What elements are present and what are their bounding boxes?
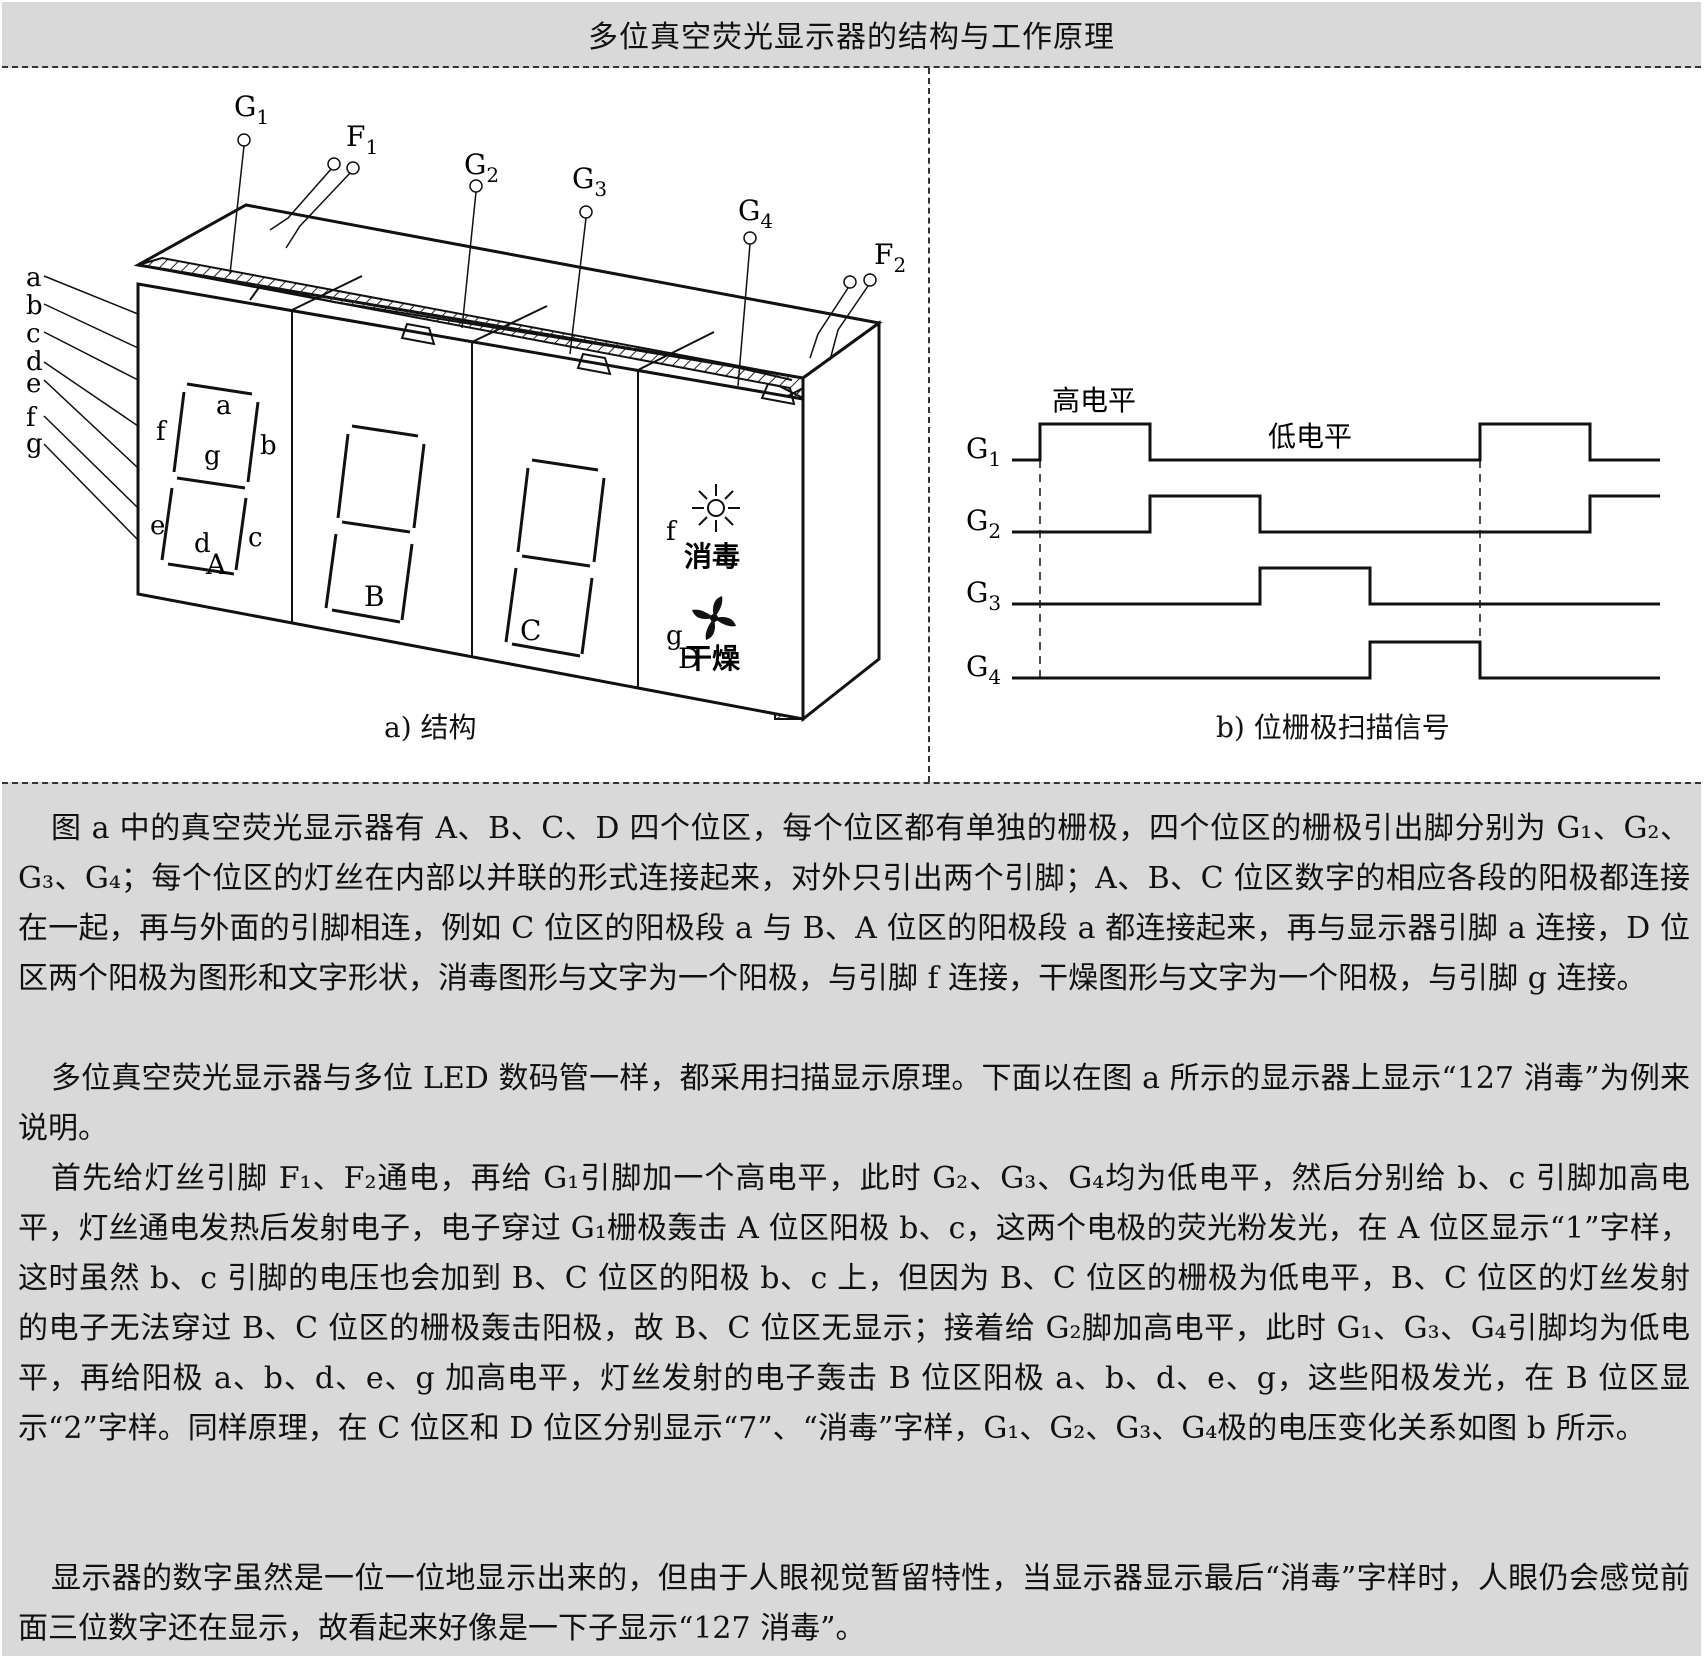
segment-label-d: d — [194, 529, 211, 559]
left-pin-d: d — [26, 347, 43, 377]
left-pin-g: g — [26, 429, 43, 459]
digit-b — [324, 424, 426, 624]
filament-pin-f1: F1 — [346, 120, 378, 159]
signal-label-g3: G3 — [966, 576, 1001, 615]
figure-b-scan-signals: 高电平 低电平 G1 G2 G3 G4 — [966, 384, 1660, 689]
figure-a-structure: a f b g e d c — [26, 90, 906, 723]
grid-pin-g1: G1 — [234, 90, 269, 129]
grid-pin-g4: G4 — [738, 194, 773, 233]
explanation-text: 图 a 中的真空荧光显示器有 A、B、C、D 四个位区，每个位区都有单独的栅极，… — [2, 782, 1701, 1656]
left-pin-b: b — [26, 291, 43, 321]
grid-bump-2 — [576, 352, 612, 376]
grid-pin-g2: G2 — [464, 148, 499, 187]
grid-bump-1 — [400, 322, 436, 346]
display-right-face — [801, 320, 881, 723]
grid-bump-3 — [760, 382, 796, 406]
top-divider-2 — [471, 305, 548, 343]
segment-label-b: b — [260, 431, 277, 461]
icon-f-label: f — [666, 517, 678, 547]
segment-label-f: f — [156, 417, 168, 447]
waveform-g4 — [1012, 640, 1660, 680]
page-title: 多位真空荧光显示器的结构与工作原理 — [2, 2, 1701, 68]
top-divider-3 — [637, 331, 715, 371]
segment-label-e: e — [150, 511, 165, 541]
top-divider-1 — [291, 275, 363, 311]
icon-f-text: 消毒 — [684, 540, 740, 573]
signal-label-g4: G4 — [966, 650, 1001, 689]
waveform-g1 — [1012, 422, 1660, 462]
paragraph-operation: 首先给灯丝引脚 F₁、F₂通电，再给 G₁引脚加一个高电平，此时 G₂、G₃、G… — [18, 1161, 1690, 1446]
digit-c — [504, 458, 606, 658]
left-pin-f: f — [26, 403, 38, 433]
left-pin-c: c — [26, 319, 41, 349]
filament-path-top — [249, 284, 793, 381]
segment-label-g: g — [204, 441, 221, 471]
paragraph-persistence: 显示器的数字虽然是一位一位地显示出来的，但由于人眼视觉暂留特性，当显示器显示最后… — [18, 1561, 1690, 1646]
left-pin-a: a — [26, 263, 42, 293]
signal-label-g1: G1 — [966, 432, 1001, 471]
waveform-g3 — [1012, 566, 1660, 606]
figure-divider — [928, 68, 930, 782]
figures-area: a f b g e d c — [2, 68, 1701, 782]
digit-label-a: A — [205, 548, 227, 581]
grid-pin-leads — [229, 133, 757, 387]
digit-label-d: D — [678, 642, 700, 675]
dry-fan-icon — [692, 596, 736, 640]
paragraph-scan-principle: 多位真空荧光显示器与多位 LED 数码管一样，都采用扫描显示原理。下面以在图 a… — [18, 1061, 1690, 1146]
segment-label-a: a — [216, 391, 232, 421]
icon-g-label: g — [666, 621, 683, 651]
digit-label-c: C — [520, 614, 541, 647]
segment-label-c: c — [248, 523, 263, 553]
signal-waveforms — [1012, 422, 1660, 680]
low-level-label: 低电平 — [1268, 420, 1352, 453]
paragraph-structure: 图 a 中的真空荧光显示器有 A、B、C、D 四个位区，每个位区都有单独的栅极，… — [18, 811, 1690, 996]
filament-pin-leads — [269, 157, 877, 361]
figure-b-caption: b) 位栅极扫描信号 — [1216, 711, 1450, 744]
icon-g-text: 干燥 — [684, 642, 741, 675]
left-pin-e: e — [26, 369, 41, 399]
left-pin-leads — [43, 275, 139, 541]
high-level-label: 高电平 — [1052, 384, 1136, 417]
digit-label-b: B — [364, 580, 385, 613]
grid-pin-g3: G3 — [572, 162, 607, 201]
figure-a-caption: a) 结构 — [384, 711, 477, 744]
signal-label-g2: G2 — [966, 504, 1001, 543]
sterilize-icon — [692, 484, 740, 532]
digit-a — [160, 382, 260, 576]
filament-pin-f2: F2 — [874, 238, 906, 277]
waveform-g2 — [1012, 494, 1660, 534]
page-title-text: 多位真空荧光显示器的结构与工作原理 — [588, 20, 1115, 55]
